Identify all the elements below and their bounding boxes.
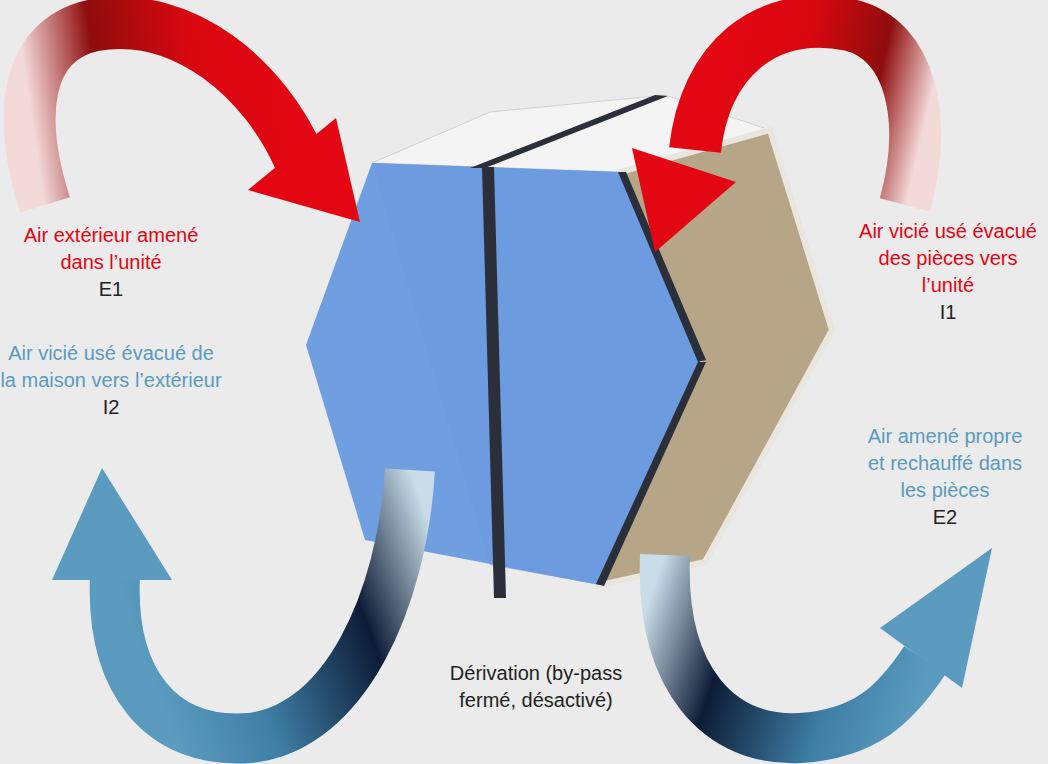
flow-label: Dérivation (by-pass fermé, désactivé) <box>446 660 626 714</box>
flow-code: I1 <box>858 299 1038 326</box>
flow-code: E2 <box>860 504 1030 531</box>
flow-label: Air vicié usé évacué de la maison vers l… <box>0 340 222 394</box>
flow-label: Air amené propre et rechauffé dans les p… <box>860 423 1030 504</box>
flow-code: E1 <box>0 276 222 303</box>
flow-label: Air vicié usé évacué des pièces vers l’u… <box>858 218 1038 299</box>
flow-label: Air extérieur amené dans l’unité <box>0 222 222 276</box>
flow-code: I2 <box>0 394 222 421</box>
